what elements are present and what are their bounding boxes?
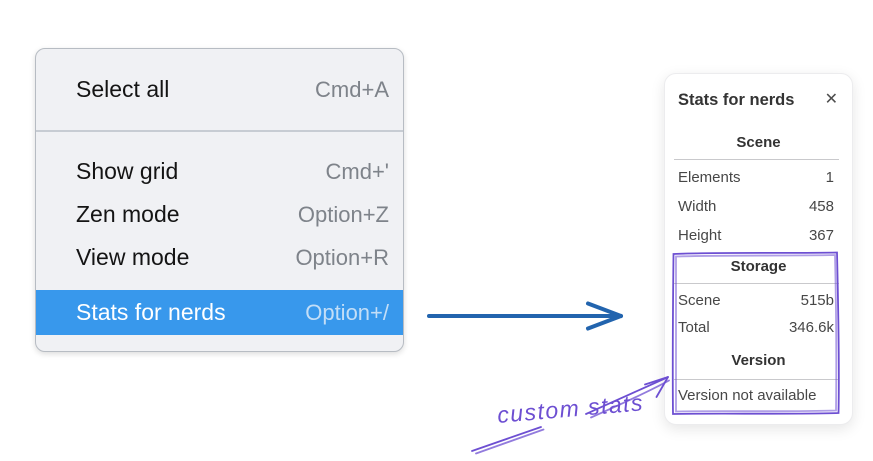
annotation-underline	[471, 426, 542, 452]
version-note: Version not available	[678, 387, 817, 404]
stats-panel: Stats for nerds ✕ Scene Elements 1 Width…	[664, 73, 853, 425]
stat-label: Height	[678, 227, 722, 244]
storage-rows: Scene 515b Total 346.6k	[665, 287, 852, 341]
menu-item-select-all[interactable]: Select all Cmd+A	[36, 68, 403, 111]
stat-row-width: Width 458	[665, 192, 852, 221]
stat-label: Total	[678, 319, 710, 336]
stats-panel-title: Stats for nerds	[678, 91, 795, 109]
section-divider	[674, 379, 839, 380]
scene-rows: Elements 1 Width 458 Height 367	[665, 163, 852, 250]
close-icon[interactable]: ✕	[824, 91, 838, 108]
stat-row-height: Height 367	[665, 221, 852, 250]
stat-row-scene-storage: Scene 515b	[665, 287, 852, 314]
stat-value: 458	[808, 198, 834, 215]
menu-item-stats-for-nerds[interactable]: Stats for nerds Option+/	[36, 290, 403, 335]
menu-item-label: Select all	[76, 76, 170, 102]
stat-value: 1	[825, 169, 834, 186]
menu-divider	[36, 130, 403, 132]
menu-item-shortcut: Option+/	[305, 299, 389, 325]
menu-item-shortcut: Cmd+A	[315, 76, 389, 102]
menu-item-label: Zen mode	[76, 201, 180, 227]
menu-item-label: Stats for nerds	[76, 299, 226, 325]
stat-row-total-storage: Total 346.6k	[665, 314, 852, 341]
custom-stats-annotation: custom stats	[496, 389, 645, 428]
menu-item-show-grid[interactable]: Show grid Cmd+'	[36, 150, 403, 193]
stat-row-elements: Elements 1	[665, 163, 852, 192]
context-menu: Select all Cmd+A Show grid Cmd+' Zen mod…	[35, 48, 404, 352]
stat-label: Scene	[678, 292, 721, 309]
menu-item-view-mode[interactable]: View mode Option+R	[36, 236, 403, 279]
menu-item-label: View mode	[76, 244, 190, 270]
flow-arrow	[427, 301, 623, 331]
menu-item-shortcut: Cmd+'	[325, 158, 390, 184]
menu-item-shortcut: Option+R	[295, 244, 389, 270]
stat-label: Width	[678, 198, 717, 215]
menu-item-label: Show grid	[76, 158, 179, 184]
section-divider	[674, 159, 839, 160]
version-section-header: Version	[731, 352, 786, 369]
annotation-underline-pass2	[475, 428, 545, 455]
menu-item-shortcut: Option+Z	[297, 201, 389, 227]
section-divider	[674, 283, 839, 284]
stat-value: 515b	[800, 292, 834, 309]
stat-value: 367	[808, 227, 834, 244]
storage-section-header: Storage	[730, 258, 787, 275]
scene-section-header: Scene	[736, 134, 781, 151]
stat-value: 346.6k	[788, 319, 834, 336]
stat-label: Elements	[678, 169, 741, 186]
stats-panel-header: Stats for nerds ✕	[665, 74, 852, 110]
menu-item-zen-mode[interactable]: Zen mode Option+Z	[36, 193, 403, 236]
